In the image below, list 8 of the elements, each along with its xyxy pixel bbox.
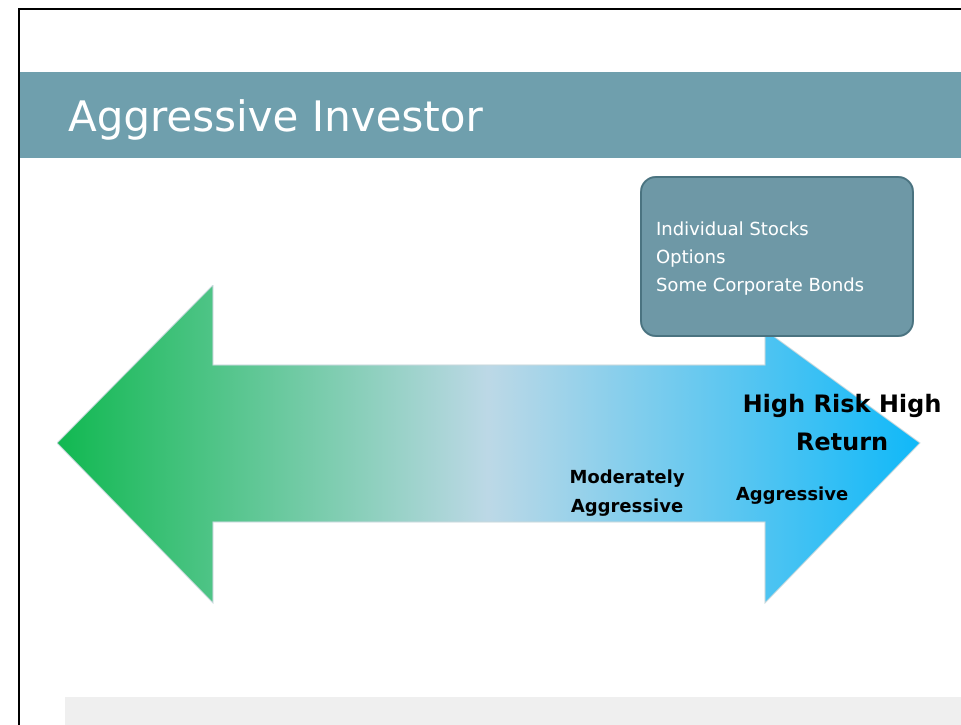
scale-label: Aggressive [734,483,850,507]
scale-label: Moderately Aggressive [568,466,686,519]
callout-box [640,176,914,337]
list-item: Some Corporate Bonds [656,274,864,298]
risk-return-label: High Risk High Return [742,389,942,458]
slide-title: Aggressive Investor [68,92,483,142]
list-item: Individual Stocks [656,218,809,242]
list-item: Options [656,246,726,270]
